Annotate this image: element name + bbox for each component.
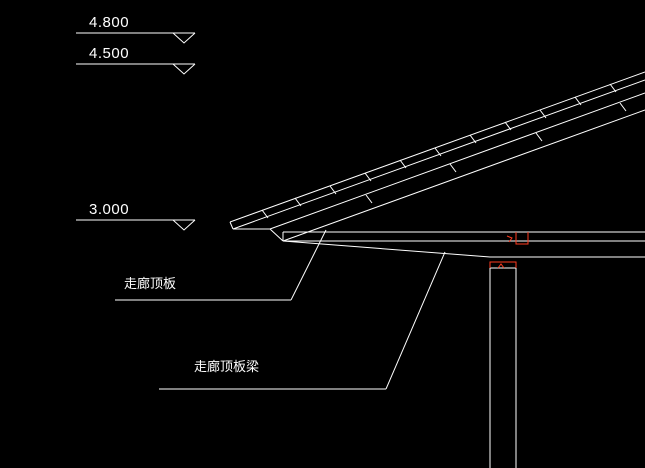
elevation-triangle-icon xyxy=(172,219,196,231)
elevation-marker-3000: 3.000 xyxy=(76,201,196,231)
tile-folds xyxy=(365,102,627,204)
red-notch xyxy=(506,235,513,243)
beam-leader xyxy=(159,251,446,390)
tile-top-edge-inner xyxy=(232,79,645,230)
beam-underside xyxy=(282,240,491,258)
red-bracket-top xyxy=(515,232,529,245)
beam-label: 走廊顶板梁 xyxy=(194,359,259,375)
tile-joints xyxy=(261,83,617,219)
elevation-marker-4800: 4.800 xyxy=(76,14,196,44)
elevation-triangle-icon xyxy=(172,32,196,44)
red-small-mark xyxy=(497,263,505,269)
tile-bottom-edge xyxy=(269,92,645,230)
tile-nose xyxy=(229,221,234,230)
tile-top-edge xyxy=(229,71,645,223)
elevation-label: 4.500 xyxy=(89,45,129,62)
red-bracket-bottom xyxy=(489,261,517,268)
elevation-label: 3.000 xyxy=(89,201,129,218)
roof-tiles xyxy=(229,71,645,242)
red-detail-marks xyxy=(489,232,529,269)
slab-label: 走廊顶板 xyxy=(124,276,176,292)
elevation-triangle-icon xyxy=(172,63,196,75)
corridor-slab xyxy=(282,231,645,258)
elevation-marker-4500: 4.500 xyxy=(76,45,196,75)
roof-slab-top xyxy=(282,109,645,242)
elevation-label: 4.800 xyxy=(89,14,129,31)
column xyxy=(489,267,517,468)
roof-edge xyxy=(269,228,284,242)
slab-leader xyxy=(115,229,327,301)
